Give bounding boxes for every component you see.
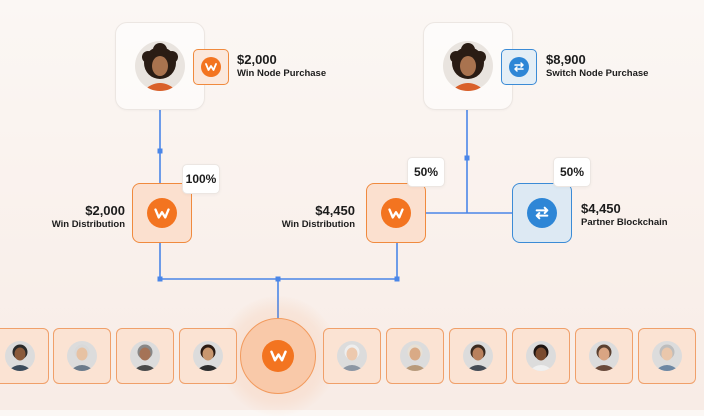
node-holder-tile (0, 328, 49, 384)
switch-logo-badge (501, 49, 537, 85)
win-logo-icon (205, 63, 217, 71)
win-logo-badge (193, 49, 229, 85)
percent-badge: 50% (553, 157, 591, 187)
partner-blockchain-node (512, 183, 572, 243)
win-logo-icon (154, 207, 170, 219)
partner-label: Partner Blockchain (581, 217, 668, 228)
switch-arrows-icon (514, 62, 524, 72)
holder-avatar (526, 341, 556, 371)
win-node-purchase-card (115, 22, 205, 110)
holder-avatar (652, 341, 682, 371)
hub-ring (240, 318, 316, 394)
win-dist-left-amount: $2,000 (85, 203, 125, 218)
top-right-amount: $8,900 (546, 52, 586, 67)
node-holder-tile (386, 328, 444, 384)
percent-badge: 50% (407, 157, 445, 187)
win-logo-icon (269, 350, 287, 362)
top-left-amount: $2,000 (237, 52, 277, 67)
node-holder-tile (638, 328, 696, 384)
buyer-avatar (443, 41, 493, 91)
holder-avatar (400, 341, 430, 371)
node-holder-tile (116, 328, 174, 384)
percent-badge: 100% (182, 164, 220, 194)
holder-avatar (589, 341, 619, 371)
win-dist-mid-label: Win Distribution (281, 219, 355, 230)
node-holder-tile (323, 328, 381, 384)
partner-amount: $4,450 (581, 201, 621, 216)
win-logo-icon (388, 207, 404, 219)
holder-avatar (337, 341, 367, 371)
node-holder-tile (179, 328, 237, 384)
buyer-avatar (135, 41, 185, 91)
node-holder-tile (512, 328, 570, 384)
win-dist-mid-amount: $4,450 (315, 203, 355, 218)
holder-avatar (67, 341, 97, 371)
top-left-label: Win Node Purchase (237, 68, 327, 79)
win-distribution-node-left (132, 183, 192, 243)
switch-arrows-icon (535, 206, 549, 220)
switch-node-purchase-card (423, 22, 513, 110)
win-dist-left-label: Win Distribution (51, 219, 125, 230)
top-right-label: Switch Node Purchase (546, 68, 649, 79)
holder-avatar (130, 341, 160, 371)
node-holder-tile (53, 328, 111, 384)
holder-avatar (5, 341, 35, 371)
node-holder-tile (575, 328, 633, 384)
holder-avatar (193, 341, 223, 371)
holder-avatar (463, 341, 493, 371)
win-distribution-node-middle (366, 183, 426, 243)
node-holder-tile (449, 328, 507, 384)
